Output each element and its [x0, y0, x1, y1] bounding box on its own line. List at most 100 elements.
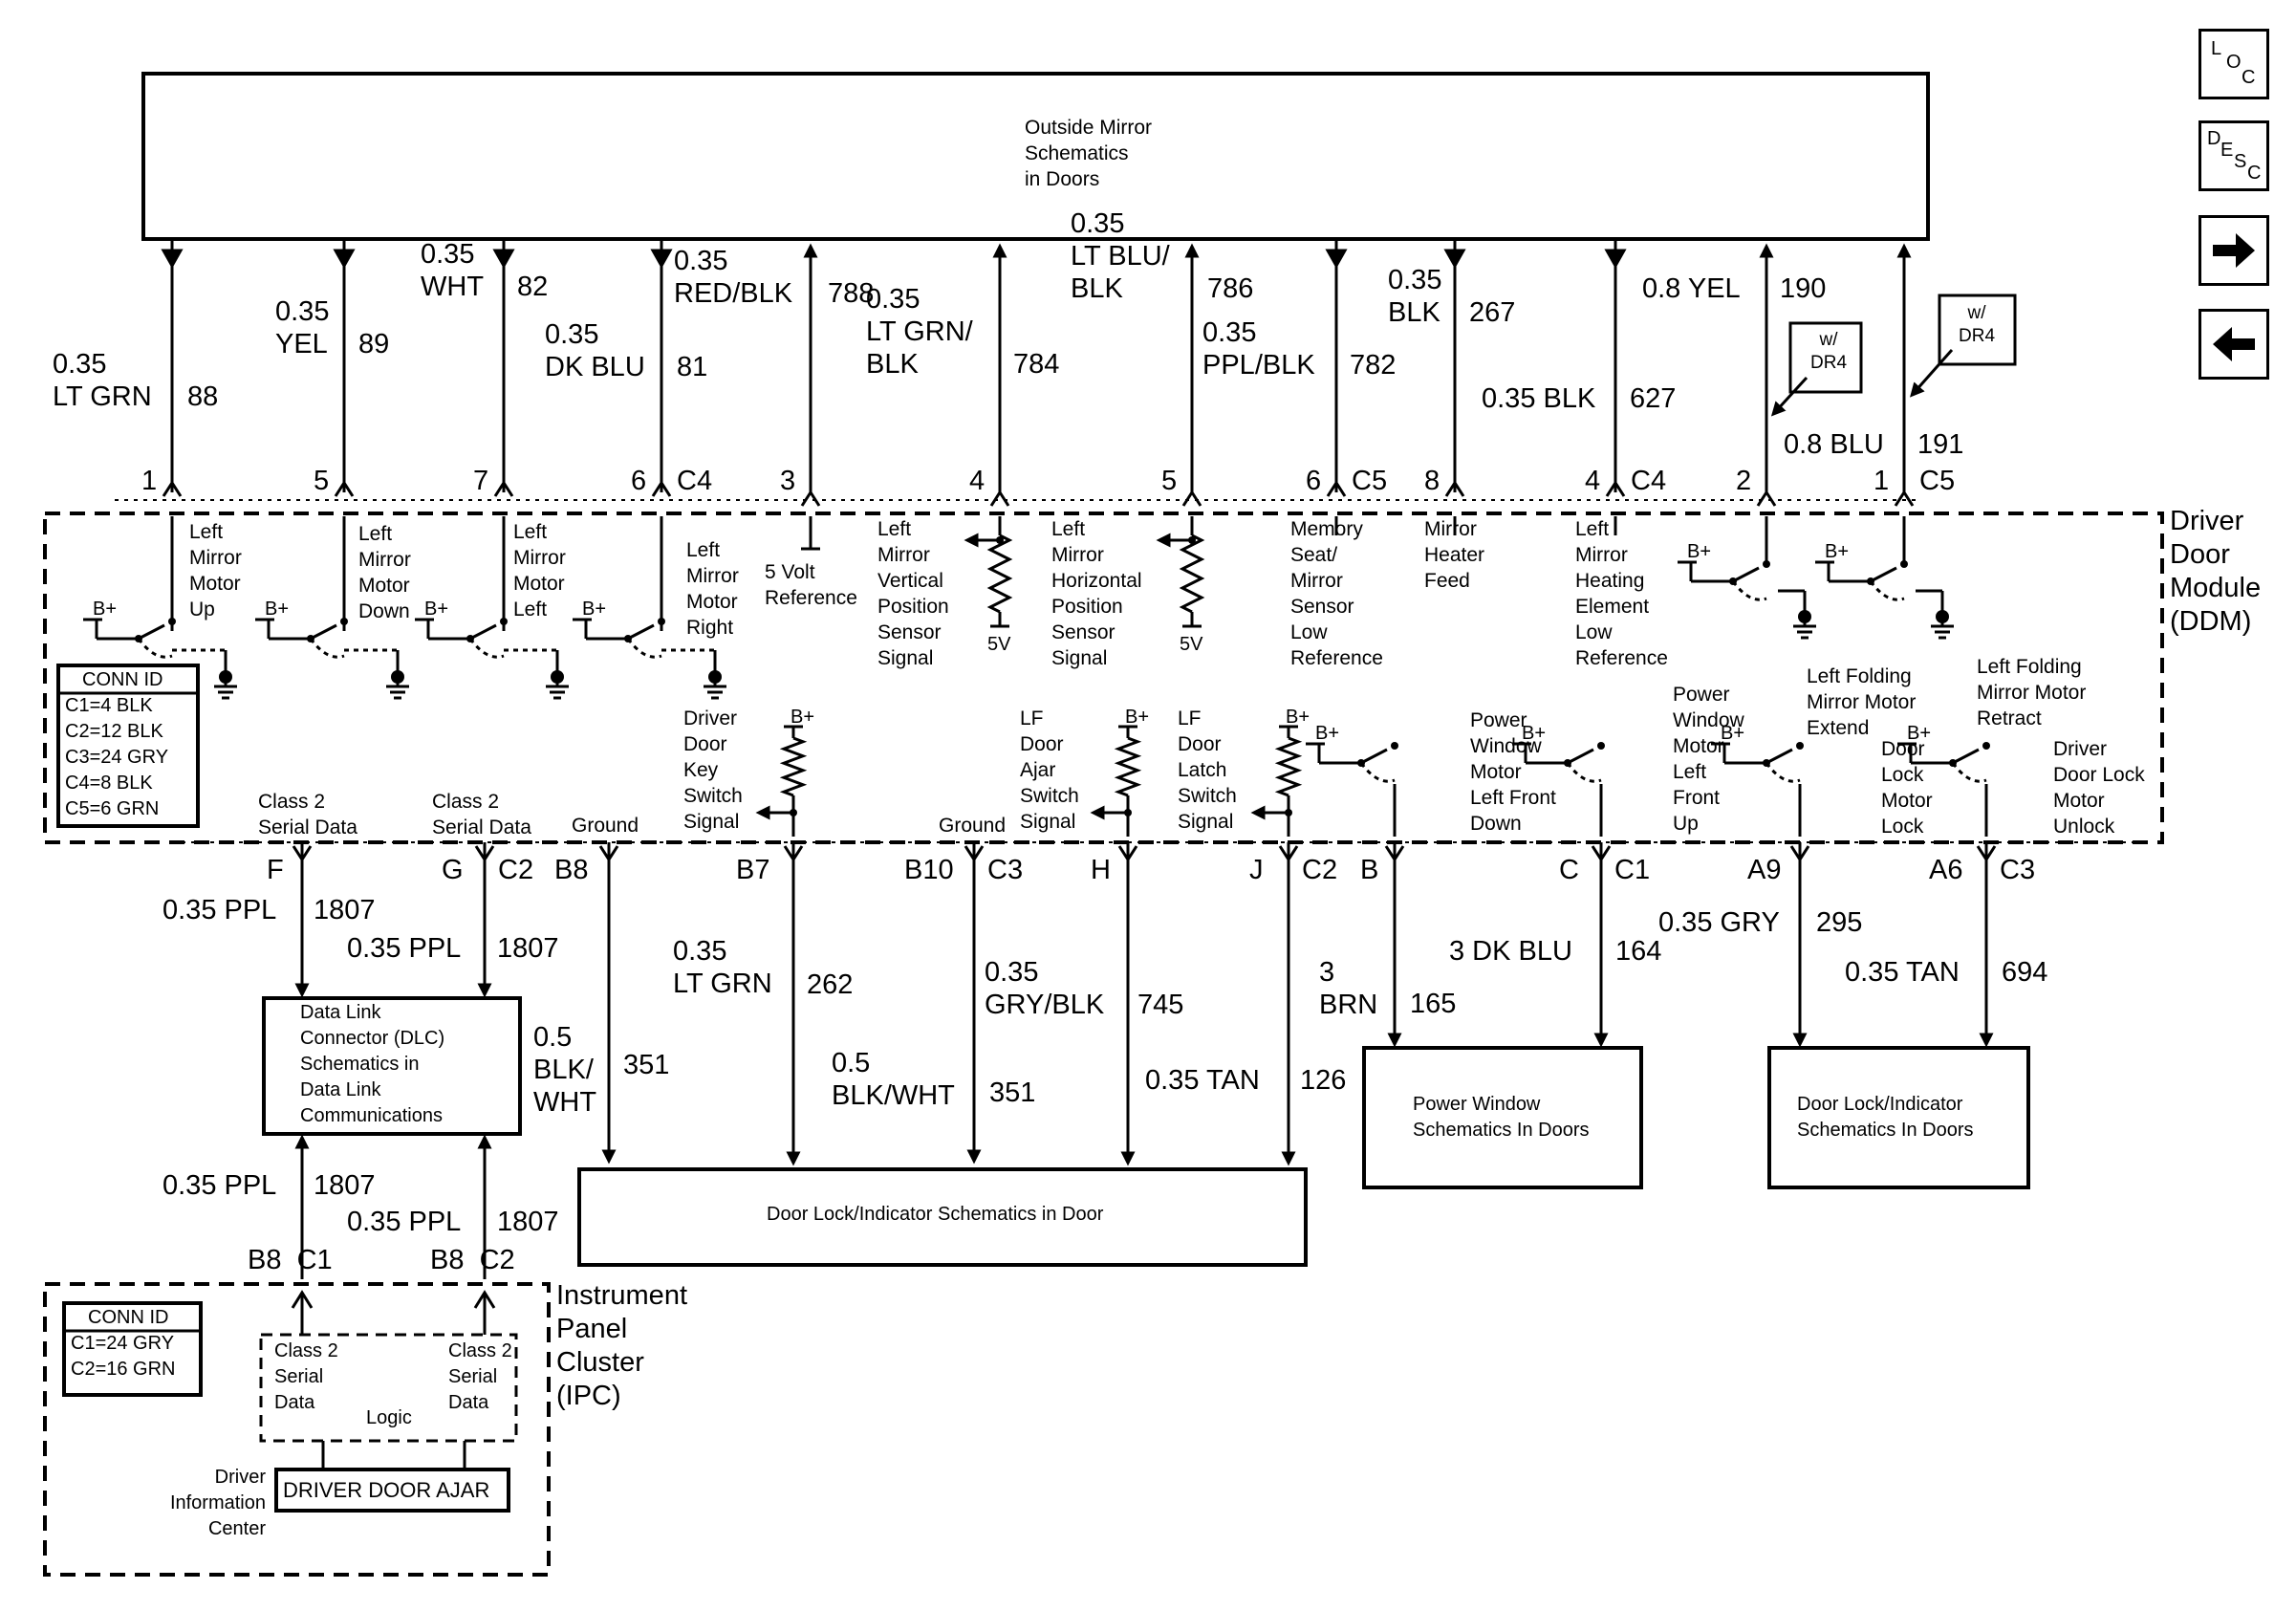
wire-arrow-icon: [333, 249, 356, 270]
connector-chevron: [1444, 480, 1465, 497]
function-label: Mirror: [513, 547, 566, 569]
connector-chevron: [1326, 480, 1347, 497]
function-label: Position: [1051, 596, 1123, 618]
switch-blade: [1870, 566, 1897, 583]
dlc-box[interactable]: [262, 996, 522, 1136]
ipc-pin-right: B8 C2: [430, 1245, 515, 1275]
wire-arrow-icon: [650, 249, 673, 270]
b-plus-label: B+: [1286, 707, 1310, 728]
connector-chevron: [493, 480, 514, 497]
function-label: Driver: [683, 708, 737, 729]
b-plus-label: B+: [424, 599, 449, 620]
circuit-number: 267: [1469, 297, 1516, 328]
function-label: Up: [189, 599, 215, 620]
function-label: Heating: [1575, 570, 1645, 592]
connector-chevron: [651, 480, 672, 497]
circuit-number: 1807: [314, 895, 376, 925]
pin-label: F: [267, 855, 284, 885]
ground-label: Ground: [939, 815, 1007, 837]
resistor-icon: [779, 736, 808, 797]
power-window-box[interactable]: [1362, 1046, 1643, 1189]
b-plus-label: B+: [1522, 723, 1547, 744]
connector-label: C1: [1614, 855, 1651, 885]
function-label: Class 2: [258, 791, 326, 813]
wire-color-label: 0.35 TAN: [1845, 957, 1960, 988]
desc-button[interactable]: D E S C: [2199, 120, 2269, 191]
connector-chevron: [1591, 845, 1612, 862]
next-button[interactable]: [2199, 215, 2269, 286]
switch-blade: [138, 623, 165, 641]
b-plus-label: B+: [791, 707, 815, 728]
circuit-number: 191: [1917, 429, 1964, 460]
connector-chevron: [474, 845, 495, 862]
circuit-number: 165: [1410, 989, 1457, 1019]
circuit-number: 88: [187, 381, 219, 412]
function-label: Door: [1881, 738, 1925, 760]
wire-color-label: 3: [1319, 957, 1335, 988]
function-label: Signal: [1178, 811, 1234, 833]
connector-chevron: [783, 845, 804, 862]
function-label: Seat/: [1290, 544, 1338, 566]
wire-color-label: 0.35 BLK: [1482, 383, 1596, 414]
ipc-pin-left: B8 C1: [248, 1245, 333, 1275]
dr4-right-label: w/DR4: [1959, 303, 1996, 346]
connector-chevron: [1181, 490, 1202, 507]
ipc-wire-left-label: 0.35 PPL: [162, 1170, 277, 1201]
function-label: Low: [1290, 621, 1328, 643]
ground-icon: [551, 670, 564, 684]
junction-dot: [1188, 536, 1196, 544]
function-label: Switch: [1020, 785, 1079, 807]
function-label: Signal: [1051, 647, 1108, 669]
pin-label: 4: [1585, 466, 1601, 496]
dr4-left-label: w/DR4: [1810, 330, 1848, 373]
function-label: 5 Volt: [765, 561, 815, 583]
pin-label: 5: [314, 466, 330, 496]
switch-link: [1359, 762, 1396, 783]
function-label: Position: [877, 596, 949, 618]
connector-chevron: [1894, 490, 1915, 507]
circuit-number: 1807: [497, 933, 559, 964]
outside-mirror-box[interactable]: [141, 72, 1930, 241]
b-plus-label: B+: [93, 599, 118, 620]
function-label: Motor: [1470, 761, 1522, 783]
logic-label: Logic: [366, 1407, 412, 1428]
connector-chevron: [800, 490, 821, 507]
function-label: Sensor: [877, 621, 942, 643]
wire-color-label: GRY/BLK: [985, 990, 1105, 1020]
function-label: Left Folding: [1807, 665, 1912, 687]
resistor-icon: [1274, 736, 1303, 797]
door-lock-right-box[interactable]: [1767, 1046, 2030, 1189]
right-arrow-icon: [2213, 233, 2255, 268]
b-plus-label: B+: [1315, 723, 1340, 744]
function-label: Motor: [686, 591, 738, 613]
loc-button[interactable]: L O C: [2199, 29, 2269, 99]
connector-chevron: [1789, 845, 1810, 862]
circuit-number: 164: [1615, 936, 1662, 967]
wire-color-label: 0.35: [866, 284, 921, 315]
switch-blade: [310, 623, 337, 641]
door-lock-mid-label: Door Lock/Indicator Schematics in Door: [767, 1204, 1104, 1225]
pin-label: B: [1360, 855, 1379, 885]
door-lock-mid-box[interactable]: [577, 1167, 1308, 1267]
function-label: Sensor: [1290, 596, 1354, 618]
wire-color-label: 0.35: [673, 936, 727, 967]
function-label: Door Lock: [2053, 764, 2145, 786]
circuit-number: 786: [1207, 273, 1254, 304]
switch-link: [1869, 580, 1905, 601]
pin-label: 8: [1424, 466, 1440, 496]
pin-label: 1: [1874, 466, 1890, 496]
wire-color-label: 0.8 BLU: [1784, 429, 1884, 460]
ground-icon: [219, 670, 232, 684]
function-label: Latch: [1178, 759, 1227, 781]
pin-label: H: [1091, 855, 1111, 885]
ground-icon: [1798, 610, 1811, 623]
wire-color-label: LT GRN: [53, 381, 152, 412]
function-label: Left Front: [1470, 787, 1556, 809]
prev-button[interactable]: [2199, 309, 2269, 380]
function-label: Left: [189, 521, 224, 543]
wire-color-label: 0.35: [1071, 208, 1125, 239]
b-plus-label: B+: [265, 599, 290, 620]
